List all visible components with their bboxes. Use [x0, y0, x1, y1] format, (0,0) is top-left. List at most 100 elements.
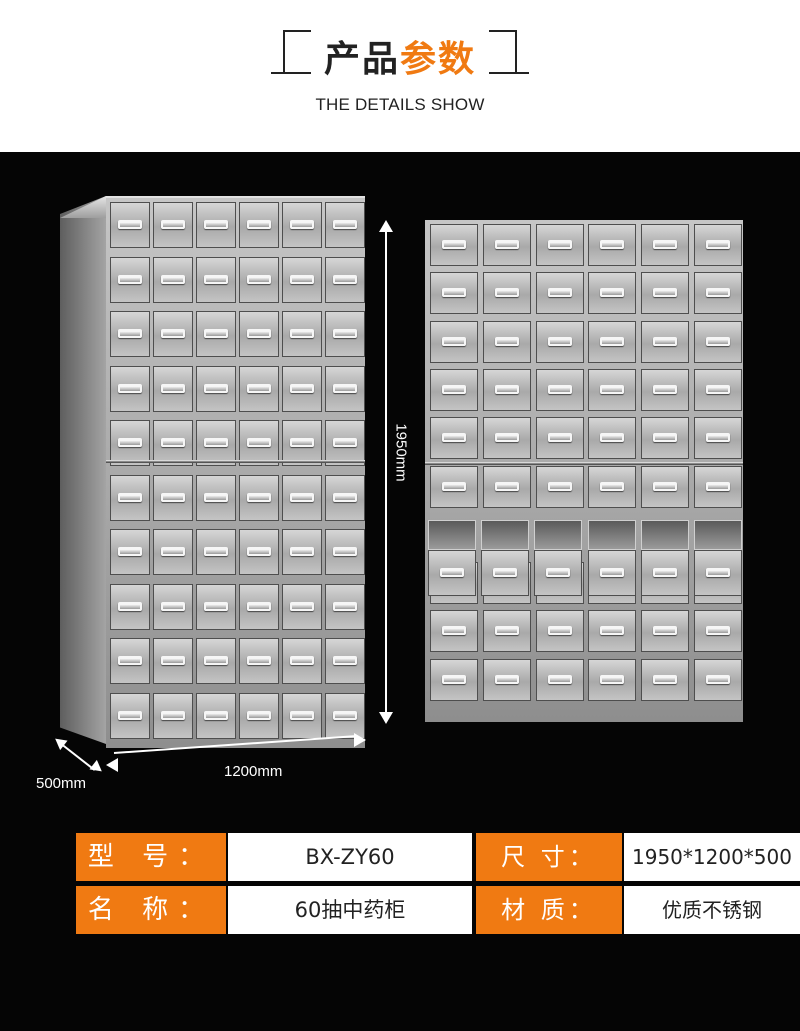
left-cabinet-drawer[interactable] — [282, 256, 322, 303]
left-cabinet-drawer[interactable] — [110, 311, 150, 357]
right-cabinet-drawer[interactable] — [482, 368, 531, 411]
right-cabinet-drawer[interactable] — [482, 417, 531, 460]
right-cabinet-drawer[interactable] — [641, 368, 690, 411]
open-drawer-front[interactable] — [534, 550, 583, 596]
right-cabinet-drawer[interactable] — [430, 224, 478, 266]
right-cabinet-drawer[interactable] — [535, 417, 584, 460]
right-cabinet-drawer[interactable] — [482, 272, 531, 315]
right-cabinet-drawer[interactable] — [694, 465, 742, 508]
right-cabinet-drawer[interactable] — [694, 658, 742, 701]
left-cabinet-drawer[interactable] — [325, 420, 365, 466]
right-cabinet-drawer[interactable] — [482, 658, 531, 701]
left-cabinet-drawer[interactable] — [153, 311, 193, 357]
right-cabinet-drawer[interactable] — [482, 224, 531, 266]
left-cabinet-drawer[interactable] — [282, 638, 322, 684]
left-cabinet-drawer[interactable] — [153, 202, 193, 248]
right-cabinet-drawer[interactable] — [694, 417, 742, 460]
right-cabinet-drawer[interactable] — [430, 368, 478, 411]
right-cabinet-drawer[interactable] — [430, 272, 478, 315]
right-cabinet-drawer[interactable] — [535, 224, 584, 266]
left-cabinet-drawer[interactable] — [110, 692, 150, 739]
right-cabinet-drawer[interactable] — [694, 610, 742, 653]
right-cabinet-drawer[interactable] — [535, 610, 584, 653]
left-cabinet-drawer[interactable] — [196, 365, 236, 412]
right-cabinet-drawer[interactable] — [588, 658, 637, 701]
right-cabinet-drawer[interactable] — [588, 320, 637, 363]
open-drawer-front[interactable] — [640, 550, 689, 596]
left-cabinet-drawer[interactable] — [110, 583, 150, 630]
left-cabinet-drawer[interactable] — [282, 420, 322, 466]
right-cabinet-drawer[interactable] — [694, 224, 742, 266]
left-cabinet-drawer[interactable] — [153, 474, 193, 521]
left-cabinet-drawer[interactable] — [153, 638, 193, 684]
left-cabinet-drawer[interactable] — [282, 365, 322, 412]
right-cabinet-drawer[interactable] — [430, 658, 478, 701]
left-cabinet-drawer[interactable] — [196, 529, 236, 575]
left-cabinet-drawer[interactable] — [153, 420, 193, 466]
right-cabinet-drawer[interactable] — [641, 610, 690, 653]
left-cabinet-drawer[interactable] — [325, 583, 365, 630]
left-cabinet-drawer[interactable] — [282, 202, 322, 248]
open-drawer-front[interactable] — [481, 550, 530, 596]
left-cabinet-drawer[interactable] — [239, 474, 279, 521]
right-cabinet-drawer[interactable] — [641, 224, 690, 266]
left-cabinet-drawer[interactable] — [239, 583, 279, 630]
right-cabinet-drawer[interactable] — [588, 465, 637, 508]
right-cabinet-drawer[interactable] — [641, 417, 690, 460]
left-cabinet-drawer[interactable] — [239, 365, 279, 412]
right-cabinet-drawer[interactable] — [430, 610, 478, 653]
left-cabinet-drawer[interactable] — [282, 529, 322, 575]
open-drawer-front[interactable] — [587, 550, 636, 596]
left-cabinet-drawer[interactable] — [110, 202, 150, 248]
right-cabinet-drawer[interactable] — [694, 320, 742, 363]
left-cabinet-drawer[interactable] — [282, 692, 322, 739]
left-cabinet-drawer[interactable] — [325, 256, 365, 303]
left-cabinet-drawer[interactable] — [325, 529, 365, 575]
left-cabinet-drawer[interactable] — [153, 365, 193, 412]
right-cabinet-drawer[interactable] — [482, 610, 531, 653]
left-cabinet-drawer[interactable] — [196, 583, 236, 630]
right-cabinet-drawer[interactable] — [641, 465, 690, 508]
left-cabinet-drawer[interactable] — [110, 365, 150, 412]
open-drawer-front[interactable] — [428, 550, 476, 596]
left-cabinet-drawer[interactable] — [196, 311, 236, 357]
right-cabinet-drawer[interactable] — [588, 417, 637, 460]
left-cabinet-drawer[interactable] — [239, 638, 279, 684]
right-cabinet-drawer[interactable] — [694, 272, 742, 315]
left-cabinet-drawer[interactable] — [325, 202, 365, 248]
left-cabinet-drawer[interactable] — [110, 420, 150, 466]
left-cabinet-drawer[interactable] — [282, 474, 322, 521]
right-cabinet-drawer[interactable] — [535, 272, 584, 315]
left-cabinet-drawer[interactable] — [325, 365, 365, 412]
left-cabinet-drawer[interactable] — [196, 202, 236, 248]
left-cabinet-drawer[interactable] — [196, 638, 236, 684]
left-cabinet-drawer[interactable] — [110, 529, 150, 575]
left-cabinet-drawer[interactable] — [239, 202, 279, 248]
left-cabinet-drawer[interactable] — [239, 256, 279, 303]
left-cabinet-drawer[interactable] — [239, 529, 279, 575]
right-cabinet-drawer[interactable] — [430, 417, 478, 460]
left-cabinet-drawer[interactable] — [282, 583, 322, 630]
left-cabinet-drawer[interactable] — [196, 420, 236, 466]
right-cabinet-drawer[interactable] — [482, 465, 531, 508]
right-cabinet-drawer[interactable] — [641, 320, 690, 363]
right-cabinet-drawer[interactable] — [535, 320, 584, 363]
left-cabinet-drawer[interactable] — [196, 474, 236, 521]
left-cabinet-drawer[interactable] — [282, 311, 322, 357]
left-cabinet-drawer[interactable] — [153, 583, 193, 630]
left-cabinet-drawer[interactable] — [153, 256, 193, 303]
left-cabinet-drawer[interactable] — [239, 311, 279, 357]
right-cabinet-drawer[interactable] — [641, 658, 690, 701]
right-cabinet-drawer[interactable] — [430, 320, 478, 363]
left-cabinet-drawer[interactable] — [325, 638, 365, 684]
left-cabinet-drawer[interactable] — [325, 311, 365, 357]
right-cabinet-drawer[interactable] — [588, 368, 637, 411]
left-cabinet-drawer[interactable] — [153, 529, 193, 575]
right-cabinet-drawer[interactable] — [588, 610, 637, 653]
left-cabinet-drawer[interactable] — [239, 420, 279, 466]
right-cabinet-drawer[interactable] — [482, 320, 531, 363]
right-cabinet-drawer[interactable] — [694, 368, 742, 411]
left-cabinet-drawer[interactable] — [325, 474, 365, 521]
right-cabinet-drawer[interactable] — [430, 465, 478, 508]
open-drawer-front[interactable] — [694, 550, 742, 596]
